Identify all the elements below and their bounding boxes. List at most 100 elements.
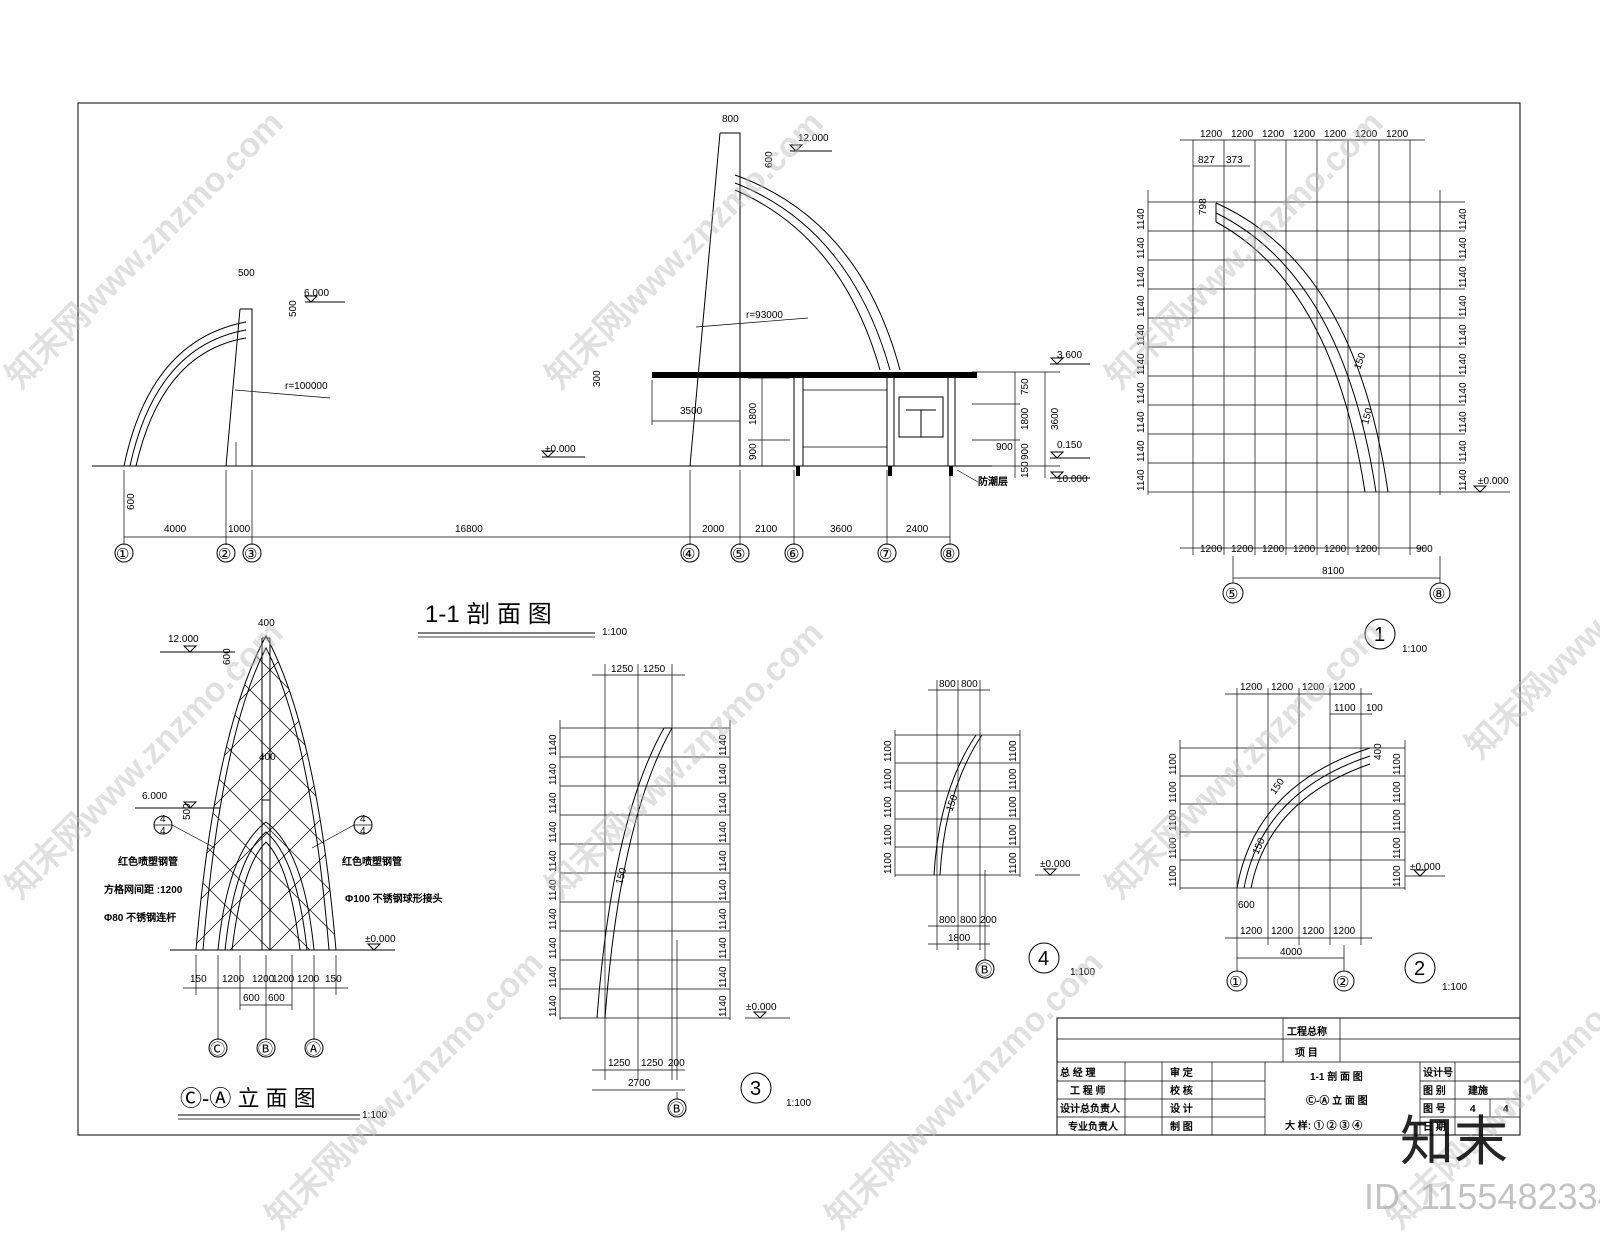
dim-label: 1200 xyxy=(1262,544,1285,555)
dim-label: 1140 xyxy=(1136,208,1147,230)
dim-label: 2100 xyxy=(755,524,778,535)
dim-label: 798 xyxy=(1198,198,1209,215)
elevation-scale: 1:100 xyxy=(362,1110,387,1121)
dim-label: 1140 xyxy=(1136,324,1147,346)
axis-label: ⑤ xyxy=(1225,586,1238,603)
axis-label: ① xyxy=(1229,974,1242,991)
dim-label: 1100 xyxy=(883,796,894,818)
dim-label: 1140 xyxy=(548,792,559,814)
tb-role: 设计总负责人 xyxy=(1060,1102,1121,1115)
dim-label: 1200 xyxy=(1231,544,1254,555)
dim-label: 1140 xyxy=(1136,295,1147,317)
axis-label: ⑧ xyxy=(1432,586,1445,603)
dim-label: 1200 xyxy=(1333,682,1356,693)
tb-role: 总 经 理 xyxy=(1060,1066,1096,1079)
tb-role: 专业负责人 xyxy=(1068,1120,1119,1133)
detail-scale: 1:100 xyxy=(1070,967,1095,978)
radius-label: r=93000 xyxy=(746,310,783,321)
dim-label: 150 xyxy=(325,974,342,985)
elev-label: ±0.000 xyxy=(746,1002,777,1013)
dim-label: 400 xyxy=(258,618,275,629)
dim-label: 1140 xyxy=(718,821,729,843)
dim-label: 800 xyxy=(939,915,956,926)
dim-label: 1100 xyxy=(1008,768,1019,790)
moisture-label: 防潮层 xyxy=(978,475,1008,488)
axis-label: ① xyxy=(116,546,129,563)
axis-label: Ⓐ xyxy=(306,1041,321,1058)
tb-right-label: 日 期 xyxy=(1423,1120,1446,1133)
tb-right-value: 4 xyxy=(1470,1104,1476,1115)
dim-label: 1000 xyxy=(228,524,251,535)
callout-number: 4 xyxy=(360,814,366,825)
detail-number: 1 xyxy=(1374,624,1385,646)
dim-label: 900 xyxy=(748,443,759,460)
dim-label: 2400 xyxy=(906,524,929,535)
dim-label: 1140 xyxy=(548,995,559,1017)
dim-label: 1140 xyxy=(1136,237,1147,259)
arc-label: 150 xyxy=(1352,351,1368,371)
dim-label: 600 xyxy=(243,993,260,1004)
elev-label: ±0.000 xyxy=(365,934,396,945)
dim-label: 1250 xyxy=(611,664,634,675)
note-label: Φ80 不锈钢连杆 xyxy=(104,911,176,924)
dim-label: 900 xyxy=(996,442,1013,453)
dim-label: 1200 xyxy=(1324,129,1347,140)
callout-number: 4 xyxy=(360,826,366,837)
dim-label: 8100 xyxy=(1322,566,1345,577)
dim-label: 1200 xyxy=(1386,129,1409,140)
dim-label: 1200 xyxy=(1302,926,1325,937)
dim-label: 500 xyxy=(182,803,193,820)
dim-label: 1140 xyxy=(1458,266,1469,288)
note-label: 方格网间距 :1200 xyxy=(104,883,183,896)
dim-label: 373 xyxy=(1226,155,1243,166)
dim-label: 1100 xyxy=(883,768,894,790)
dim-label: 1140 xyxy=(718,879,729,901)
dim-label: 200 xyxy=(980,915,997,926)
tb-role: 审 定 xyxy=(1170,1066,1193,1079)
dim-label: 1140 xyxy=(718,850,729,872)
dim-label: 150 xyxy=(190,974,207,985)
axis-label: Ⓑ xyxy=(258,1041,273,1058)
dim-label: 600 xyxy=(1238,900,1255,911)
dim-label: 100 xyxy=(1366,703,1383,714)
dim-label: 1140 xyxy=(1136,411,1147,433)
elev-label: 3.600 xyxy=(1057,350,1082,361)
tb-drawing-name: 大 样: ① ② ③ ④ xyxy=(1285,1119,1362,1132)
dim-label: 1100 xyxy=(1168,837,1179,859)
dim-label: 3600 xyxy=(830,524,853,535)
watermark-text: 知末网www.znzmo.com xyxy=(819,944,1111,1236)
dim-label: 1140 xyxy=(1136,382,1147,404)
tb-right-label: 图 别 xyxy=(1423,1084,1446,1097)
dim-label: 1140 xyxy=(718,908,729,930)
section-1-1: 1-1 剖 面 图 1:100 12.000 6.000 3.600 0.150… xyxy=(92,114,1090,638)
tb-right-label: 设计号 xyxy=(1423,1066,1453,1079)
detail-scale: 1:100 xyxy=(1442,982,1467,993)
dim-label: 1100 xyxy=(1008,824,1019,846)
detail-scale: 1:100 xyxy=(786,1098,811,1109)
arc-label: 150 xyxy=(1268,776,1287,796)
drawing-frame xyxy=(77,102,1521,1136)
dim-label: 800 xyxy=(722,114,739,125)
dim-label: 1100 xyxy=(1392,753,1403,775)
dim-label: 1200 xyxy=(1200,544,1223,555)
dim-label: 1140 xyxy=(1458,382,1469,404)
detail-4: 4 1:100 800 800 1100 1100 1100 1100 1100… xyxy=(883,679,1095,979)
dim-label: 500 xyxy=(288,300,299,317)
dim-label: 1200 xyxy=(1293,544,1316,555)
detail-number: 4 xyxy=(1038,948,1049,970)
dim-label: 1140 xyxy=(1136,353,1147,375)
dim-label: 1800 xyxy=(748,402,759,425)
dim-label: 3600 xyxy=(1050,407,1061,430)
watermark-id: ID: 1155482334 xyxy=(1364,1176,1600,1217)
dim-label: 1140 xyxy=(548,879,559,901)
elev-label: ±0.000 xyxy=(1040,859,1071,870)
dim-label: 827 xyxy=(1198,155,1215,166)
title-block: 工程总称 项 目 总 经 理 工 程 师 设计总负责人 专业负责人 审 定 校 … xyxy=(1056,1017,1521,1136)
dim-label: 1140 xyxy=(1458,324,1469,346)
dim-label: 1200 xyxy=(1231,129,1254,140)
dim-label: 1200 xyxy=(1324,544,1347,555)
detail-scale: 1:100 xyxy=(1402,644,1427,655)
dim-label: 1200 xyxy=(1240,926,1263,937)
dim-label: 1100 xyxy=(883,740,894,762)
